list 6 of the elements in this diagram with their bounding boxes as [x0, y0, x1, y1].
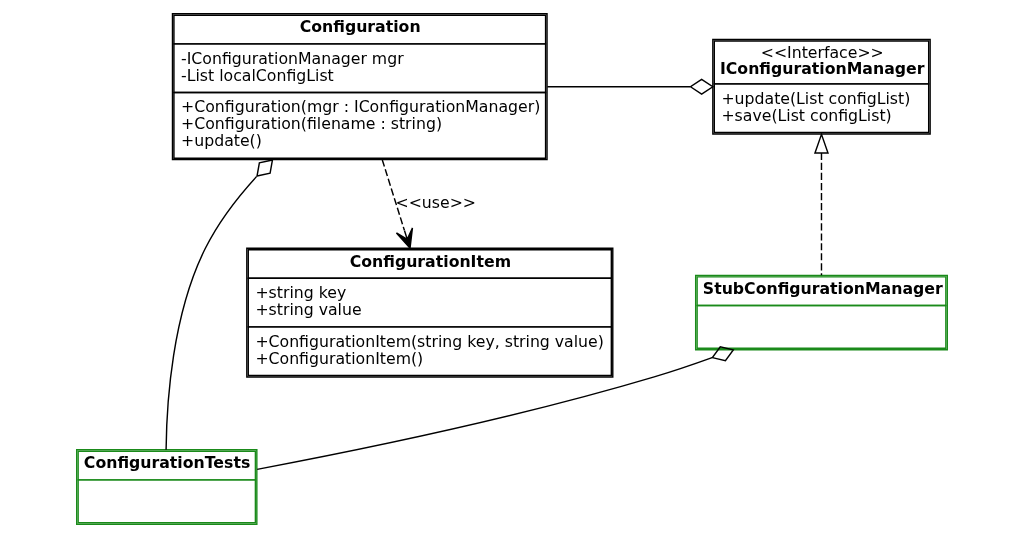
connector [546, 78, 715, 96]
arrow [381, 159, 414, 249]
arrow [813, 132, 829, 276]
connector [165, 159, 274, 451]
edge-label: <<use>> [395, 192, 477, 212]
connector [256, 345, 735, 471]
